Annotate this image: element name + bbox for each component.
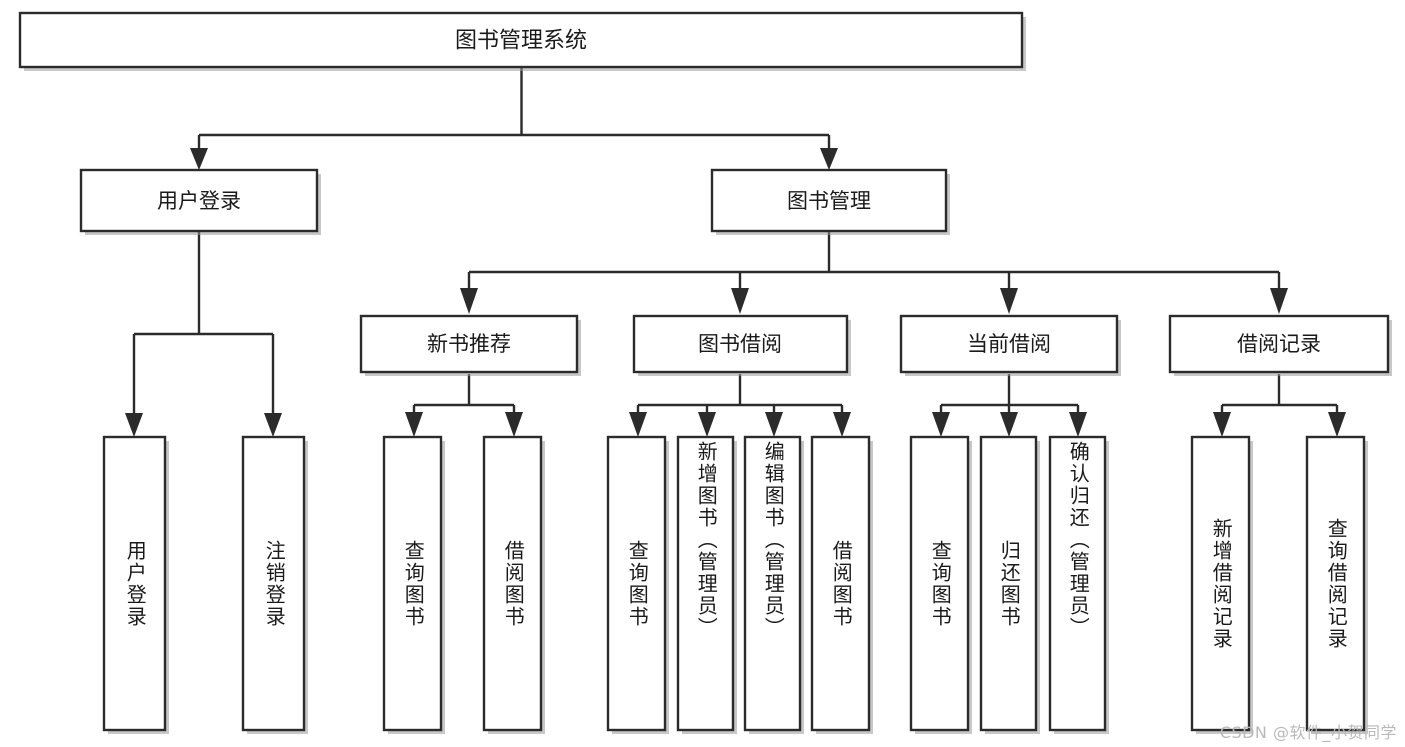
arrow-head-leaf-b2: [698, 412, 716, 437]
leaf-current-borrow-2-box[interactable]: [979, 435, 1038, 732]
node-current-borrow-box[interactable]: [899, 314, 1119, 374]
leaf-current-borrow-3-box[interactable]: [1048, 435, 1107, 732]
leaf-current-borrow-2[interactable]: [979, 435, 1040, 734]
arrow-head-user-login: [190, 148, 208, 170]
connector-group-root-to-level2: [190, 68, 838, 170]
arrow-head-leaf-c1: [932, 412, 950, 437]
node-book-borrow[interactable]: 图书借阅: [632, 314, 851, 376]
leaf-book-borrow-4-box[interactable]: [810, 435, 871, 732]
node-book-manage-box[interactable]: [710, 168, 948, 233]
arrow-head-borrowrecord: [1270, 288, 1288, 314]
leaf-borrow-record-1-box[interactable]: [1190, 435, 1251, 732]
node-book-manage-label: 图书管理: [787, 189, 871, 213]
arrow-head-leaf-b3: [765, 412, 783, 437]
connector-group-bookborrow-to-leaves: [629, 374, 851, 437]
leaf-user-login-1-box[interactable]: [102, 435, 167, 732]
arrow-head-currentborrow: [1000, 288, 1018, 314]
csdn-watermark: CSDN @软件_小贺同学: [1219, 723, 1397, 742]
arrow-head-newbook: [460, 288, 478, 314]
node-book-borrow-label: 图书借阅: [698, 332, 782, 356]
leaf-book-borrow-4[interactable]: [810, 435, 873, 734]
leaf-new-book-2[interactable]: [482, 435, 545, 734]
leaf-book-borrow-3-box[interactable]: [743, 435, 802, 732]
leaf-user-login-2-box[interactable]: [241, 435, 306, 732]
leaf-borrow-record-2[interactable]: [1305, 435, 1368, 734]
arrow-head-leaf-u2: [264, 413, 282, 437]
node-book-borrow-box[interactable]: [632, 314, 849, 374]
leaf-user-login-1[interactable]: [102, 435, 169, 734]
connector-group-borrowrecord-to-leaves: [1213, 374, 1346, 437]
node-current-borrow-label: 当前借阅: [967, 332, 1051, 356]
node-root-label: 图书管理系统: [455, 29, 587, 54]
arrow-head-leaf-n2: [505, 412, 523, 437]
arrow-head-leaf-c2: [1000, 412, 1018, 437]
node-new-book-recommend-label: 新书推荐: [427, 332, 511, 356]
leaf-book-borrow-2[interactable]: [676, 435, 737, 734]
node-current-borrow[interactable]: 当前借阅: [899, 314, 1121, 376]
node-book-manage[interactable]: 图书管理: [710, 168, 950, 235]
leaf-new-book-1[interactable]: [382, 435, 445, 734]
arrow-head-leaf-r1: [1213, 412, 1231, 437]
leaf-book-borrow-1[interactable]: [606, 435, 669, 734]
node-borrow-record-box[interactable]: [1168, 314, 1390, 374]
connector-group-userlogin-to-leaves: [125, 232, 282, 437]
arrow-head-leaf-c3: [1069, 412, 1087, 437]
node-user-login-box[interactable]: [79, 168, 319, 233]
connector-group-currentborrow-to-leaves: [932, 374, 1087, 437]
connector-group-bookmanage-to-level3: [460, 232, 1288, 314]
node-root[interactable]: 图书管理系统: [18, 11, 1026, 71]
leaf-new-book-2-box[interactable]: [482, 435, 543, 732]
leaf-user-login-2[interactable]: [241, 435, 308, 734]
leaf-book-borrow-2-box[interactable]: [676, 435, 735, 732]
leaf-book-borrow-1-box[interactable]: [606, 435, 667, 732]
node-user-login-label: 用户登录: [157, 189, 241, 213]
node-borrow-record[interactable]: 借阅记录: [1168, 314, 1392, 376]
arrow-head-leaf-n1: [405, 412, 423, 437]
node-root-box[interactable]: [18, 11, 1024, 69]
leaf-new-book-1-box[interactable]: [382, 435, 443, 732]
leaf-current-borrow-1[interactable]: [909, 435, 972, 734]
arrow-head-bookborrow: [731, 288, 749, 314]
connector-group-newbook-to-leaves: [405, 374, 523, 437]
leaf-borrow-record-2-box[interactable]: [1305, 435, 1366, 732]
arrow-head-leaf-u1: [125, 413, 143, 437]
arrow-head-leaf-r2: [1328, 412, 1346, 437]
arrow-head-leaf-b4: [833, 412, 851, 437]
node-new-book-recommend-box[interactable]: [359, 314, 579, 374]
arrow-head-book-manage: [820, 148, 838, 170]
leaf-current-borrow-3[interactable]: [1048, 435, 1109, 734]
arrow-head-leaf-b1: [629, 412, 647, 437]
node-new-book-recommend[interactable]: 新书推荐: [359, 314, 581, 376]
node-borrow-record-label: 借阅记录: [1237, 332, 1321, 356]
node-user-login[interactable]: 用户登录: [79, 168, 321, 235]
leaf-borrow-record-1[interactable]: [1190, 435, 1253, 734]
leaf-book-borrow-3[interactable]: [743, 435, 804, 734]
leaf-current-borrow-1-box[interactable]: [909, 435, 970, 732]
